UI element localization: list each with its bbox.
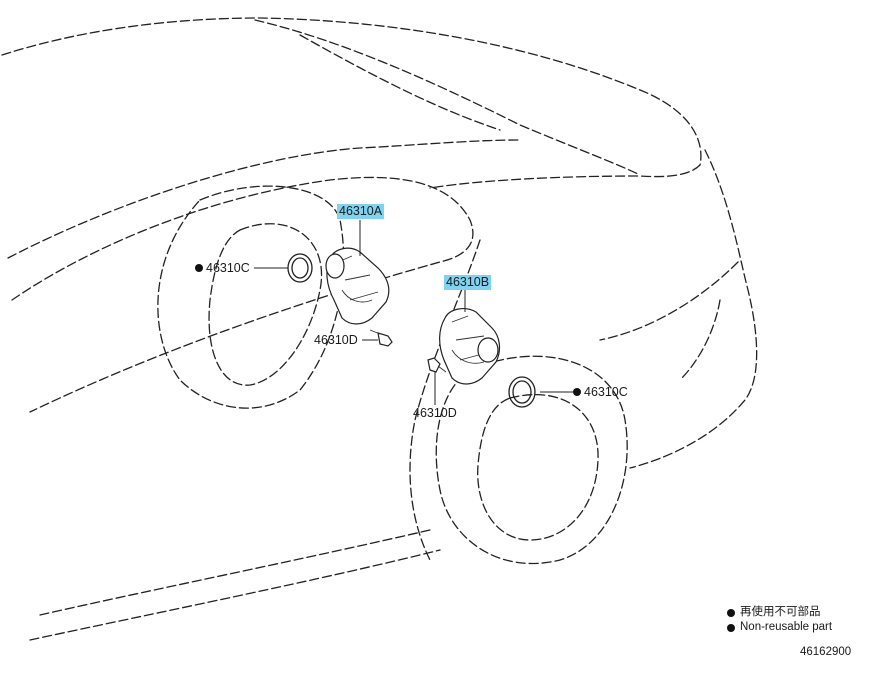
callout-46310c-left: 46310C <box>206 261 250 275</box>
seal-right-outer <box>508 376 536 408</box>
non-reusable-marker-left <box>195 264 203 272</box>
rocker-line <box>39 529 431 616</box>
bolt-left-thread <box>369 329 381 335</box>
legend-row-english: Non-reusable part <box>727 620 832 635</box>
actuator-46310b <box>439 308 501 385</box>
bolt-left <box>369 329 393 347</box>
hood-front-line <box>429 164 701 189</box>
legend-text-japanese: 再使用不可部品 <box>740 606 821 618</box>
bullet-icon <box>727 623 735 632</box>
leader-lines <box>254 220 573 405</box>
callout-46310d-left: 46310D <box>314 333 358 347</box>
fender-arc-line <box>409 239 481 561</box>
vehicle-outline <box>1 17 758 641</box>
a-pillar-line <box>299 34 501 131</box>
actuator-b-detail <box>451 315 491 364</box>
rear-tire-inner <box>208 223 323 386</box>
actuator-a-detail <box>337 255 379 303</box>
figure-id: 46162900 <box>800 646 852 658</box>
front-wheel <box>435 355 628 565</box>
side-crease-line <box>11 176 474 413</box>
legend-row-japanese: 再使用不可部品 <box>727 605 832 620</box>
roof-line <box>1 17 702 166</box>
front-tire-inner <box>477 394 599 541</box>
legend: 再使用不可部品 Non-reusable part <box>727 605 832 635</box>
upper-body-line <box>7 139 521 259</box>
seal-right-inner <box>512 380 532 404</box>
bolt-right-thread <box>437 365 447 373</box>
bolt-right <box>427 357 447 373</box>
non-reusable-marker-right <box>573 388 581 396</box>
actuator-b-cap <box>477 337 499 363</box>
callout-46310b: 46310B <box>444 275 492 290</box>
actuator-b-housing <box>439 308 501 385</box>
actuator-46310a <box>325 247 390 325</box>
front-tire-outer <box>435 355 628 565</box>
seal-right <box>508 376 536 408</box>
rear-wheel <box>157 185 345 409</box>
callout-46310d-right: 46310D <box>413 406 457 420</box>
bolt-right-shape <box>427 357 441 373</box>
actuator-a-cap <box>325 253 345 279</box>
rear-tire-outer <box>157 185 345 409</box>
rocker-lower-line <box>29 549 441 641</box>
windshield-line <box>254 19 641 176</box>
seal-left-inner <box>291 257 309 279</box>
callout-46310c-right: 46310C <box>584 385 628 399</box>
legend-text-english: Non-reusable part <box>740 621 833 633</box>
front-fascia-line <box>629 149 758 469</box>
bolt-left-shape <box>377 332 393 347</box>
lower-bumper-line <box>679 299 721 381</box>
seal-left <box>287 253 313 283</box>
callout-46310a: 46310A <box>337 204 385 219</box>
bumper-line <box>599 261 739 341</box>
bullet-icon <box>727 608 735 617</box>
